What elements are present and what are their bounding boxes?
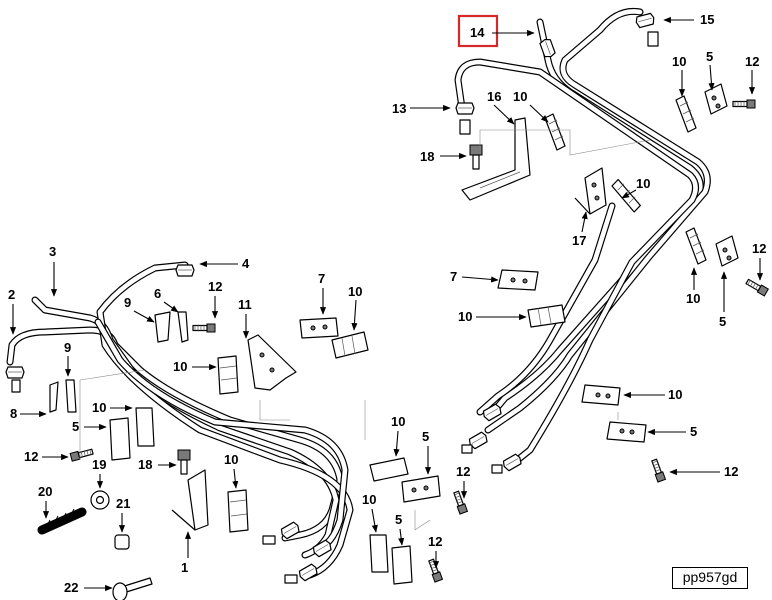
callout-18b: 18 [138, 457, 152, 472]
callout-16: 16 [487, 89, 501, 104]
callout-12g: 12 [428, 534, 442, 549]
callout-10k: 10 [391, 414, 405, 429]
callout-6: 6 [154, 286, 161, 301]
callout-22: 22 [64, 580, 78, 595]
assembly-guide-lines [79, 129, 651, 531]
callout-14: 14 [470, 25, 485, 40]
callout-10i: 10 [92, 400, 106, 415]
callout-12f: 12 [456, 464, 470, 479]
callout-21: 21 [116, 496, 130, 511]
callout-11: 11 [238, 297, 252, 312]
callout-10l: 10 [362, 492, 376, 507]
callout-15: 15 [700, 12, 714, 27]
callout-1: 1 [181, 560, 188, 575]
fuel-pipes [6, 7, 711, 579]
pipe-fittings [5, 12, 659, 584]
callout-12d: 12 [208, 279, 222, 294]
callout-10c: 10 [636, 176, 650, 191]
highlight-box [457, 14, 499, 48]
callout-19: 19 [92, 457, 106, 472]
callout-7: 7 [450, 269, 457, 284]
callout-5e: 5 [422, 429, 429, 444]
callout-5: 5 [706, 49, 713, 64]
callout-5c: 5 [690, 424, 697, 439]
callout-10e: 10 [458, 309, 472, 324]
callout-12: 12 [745, 54, 759, 69]
callout-13: 13 [392, 101, 406, 116]
callout-12e: 12 [24, 449, 38, 464]
callout-9: 9 [124, 295, 131, 310]
callout-10d: 10 [686, 291, 700, 306]
callout-5b: 5 [719, 314, 726, 329]
callout-10g: 10 [348, 284, 362, 299]
callout-labels: 14 15 10 5 12 13 16 10 18 10 17 12 10 5 … [8, 12, 766, 595]
callout-9b: 9 [64, 340, 71, 355]
figure-reference-code: pp957gd [672, 567, 748, 589]
callout-3: 3 [49, 244, 56, 259]
callout-5d: 5 [72, 419, 79, 434]
callout-7b: 7 [318, 271, 325, 286]
callout-12c: 12 [724, 464, 738, 479]
callout-2: 2 [8, 287, 15, 302]
callout-10f: 10 [668, 387, 682, 402]
clamps-and-brackets [37, 83, 769, 600]
callout-20: 20 [38, 484, 52, 499]
callout-5f: 5 [395, 512, 402, 527]
callout-10: 10 [672, 54, 686, 69]
callout-8: 8 [10, 406, 17, 421]
callout-10h: 10 [173, 359, 187, 374]
callout-17: 17 [572, 233, 586, 248]
callout-4: 4 [242, 256, 250, 271]
callout-10j: 10 [224, 452, 238, 467]
callout-12b: 12 [752, 241, 766, 256]
callout-18: 18 [420, 149, 434, 164]
callout-10b: 10 [513, 89, 527, 104]
